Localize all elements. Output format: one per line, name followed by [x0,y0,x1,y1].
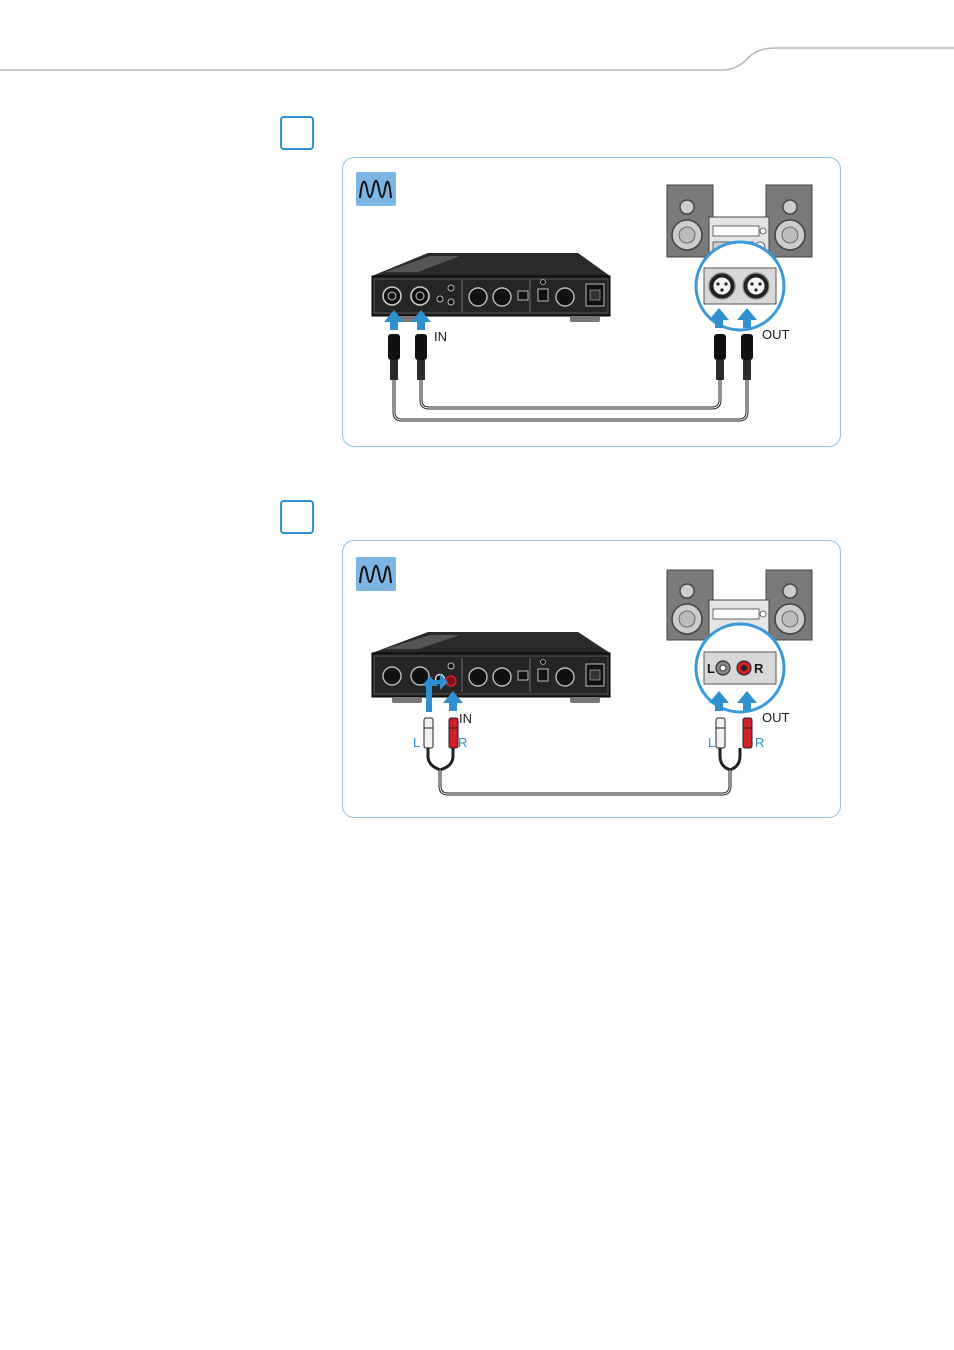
output-label: OUT [762,711,789,724]
zoom-left-channel-label: L [707,662,715,675]
output-right-channel-label: R [755,736,764,749]
rca-connection-diagram [0,0,954,840]
input-label: IN [459,712,472,725]
input-left-channel-label: L [413,736,420,749]
zoom-right-channel-label: R [754,662,763,675]
output-left-channel-label: L [708,736,715,749]
input-right-channel-label: R [458,736,467,749]
